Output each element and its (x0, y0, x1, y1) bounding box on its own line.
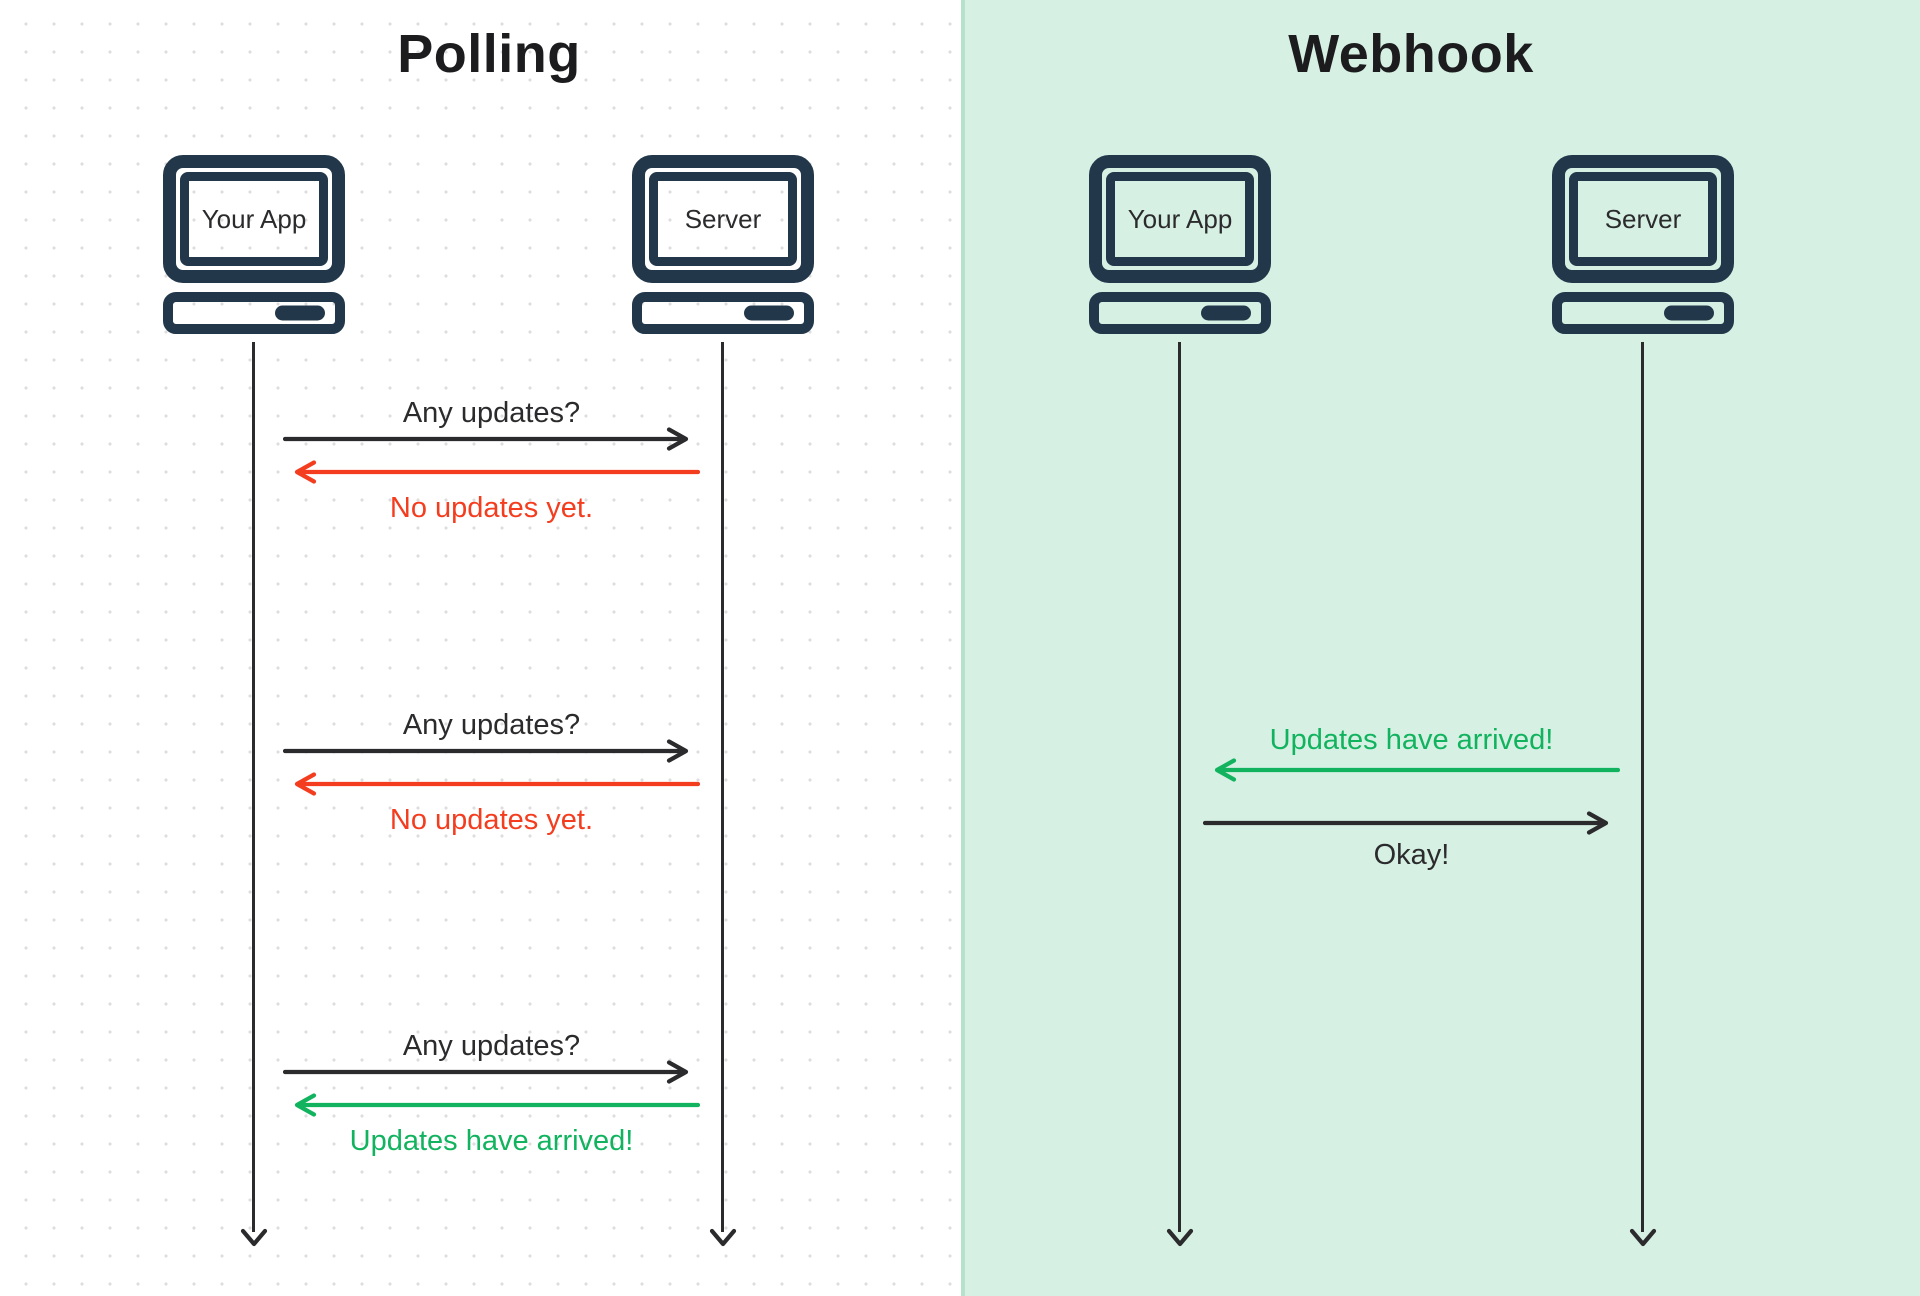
computer-base-icon (163, 292, 345, 334)
webhook-server-computer-icon: Server (1552, 155, 1734, 334)
disk-slot-icon (744, 305, 794, 321)
ack-label: Okay! (1373, 839, 1450, 871)
arrow-left-icon (294, 1093, 700, 1117)
screen: Your App (180, 172, 328, 266)
polling-your-app-computer-icon: Your App (163, 155, 345, 334)
arrow-down-icon (709, 1228, 737, 1247)
panel-divider (961, 0, 965, 1296)
screen: Server (1569, 172, 1717, 266)
webhook-app-lifeline (1178, 342, 1181, 1232)
arrow-down-icon (1166, 1228, 1194, 1247)
actor-label: Your App (1127, 203, 1233, 234)
computer-base-icon (632, 292, 814, 334)
push-label: Updates have arrived! (1269, 724, 1554, 756)
disk-slot-icon (275, 305, 325, 321)
webhook-your-app-computer-icon: Your App (1089, 155, 1271, 334)
arrow-left-icon (294, 772, 700, 796)
arrow-left-icon (1214, 758, 1620, 782)
monitor-icon: Your App (163, 155, 345, 283)
webhook-panel: Webhook Your App Server (961, 0, 1920, 1296)
monitor-icon: Server (632, 155, 814, 283)
actor-label: Your App (201, 203, 307, 234)
arrow-left-icon (294, 460, 700, 484)
request-label: Any updates? (402, 709, 581, 741)
actor-label: Server (684, 203, 762, 234)
computer-base-icon (1089, 292, 1271, 334)
disk-slot-icon (1664, 305, 1714, 321)
request-label: Any updates? (402, 397, 581, 429)
monitor-icon: Your App (1089, 155, 1271, 283)
webhook-title: Webhook (1288, 24, 1534, 84)
screen: Your App (1106, 172, 1254, 266)
arrow-right-icon (283, 427, 689, 451)
arrow-down-icon (1629, 1228, 1657, 1247)
response-label: Updates have arrived! (349, 1125, 634, 1157)
actor-label: Server (1604, 203, 1682, 234)
polling-title: Polling (397, 24, 581, 84)
arrow-down-icon (240, 1228, 268, 1247)
arrow-right-icon (1203, 811, 1609, 835)
computer-base-icon (1552, 292, 1734, 334)
response-label: No updates yet. (389, 804, 594, 836)
request-label: Any updates? (402, 1030, 581, 1062)
polling-panel: Polling Your App Server (0, 0, 961, 1296)
polling-app-lifeline (252, 342, 255, 1232)
screen: Server (649, 172, 797, 266)
monitor-icon: Server (1552, 155, 1734, 283)
webhook-server-lifeline (1641, 342, 1644, 1232)
arrow-right-icon (283, 1060, 689, 1084)
polling-server-lifeline (721, 342, 724, 1232)
polling-server-computer-icon: Server (632, 155, 814, 334)
arrow-right-icon (283, 739, 689, 763)
response-label: No updates yet. (389, 492, 594, 524)
disk-slot-icon (1201, 305, 1251, 321)
